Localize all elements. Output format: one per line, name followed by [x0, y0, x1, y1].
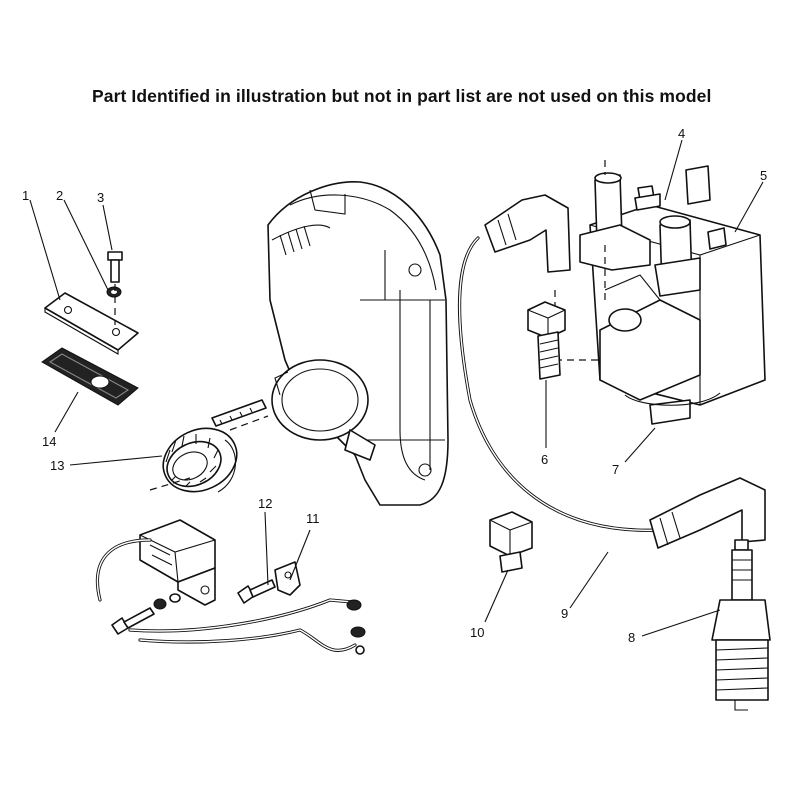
part-13-oil-seal	[149, 399, 269, 493]
illustration-notice: Part Identified in illustration but not …	[92, 86, 712, 106]
callout-7: 7	[612, 462, 619, 477]
callout-1: 1	[22, 188, 29, 203]
ignition-coil	[554, 160, 766, 425]
part-8-spark-plug	[711, 539, 771, 711]
part-1-plate	[44, 292, 139, 355]
leader-lines	[29, 139, 764, 637]
flywheel-housing	[267, 181, 449, 506]
part-10-connector	[489, 511, 533, 573]
callout-4: 4	[678, 126, 685, 141]
module-wiring	[95, 538, 366, 655]
part-12-screw	[237, 579, 276, 604]
callout-12: 12	[258, 496, 272, 511]
part-2-lock-washer	[106, 286, 122, 298]
callout-13: 13	[50, 458, 64, 473]
part-11-ground-bracket	[274, 561, 301, 596]
callout-10: 10	[470, 625, 484, 640]
high-tension-lead	[458, 194, 766, 549]
callout-labels: 1 2 3 4 5 6 7 8 9 10 11 12 13 14	[22, 126, 767, 645]
part-3-screw	[107, 251, 123, 325]
part-14-gasket	[41, 347, 139, 406]
callout-9: 9	[561, 606, 568, 621]
callout-14: 14	[42, 434, 56, 449]
ignition-module	[111, 519, 216, 635]
part-6-bolt	[527, 301, 566, 380]
callout-2: 2	[56, 188, 63, 203]
callout-11: 11	[306, 511, 320, 526]
callout-5: 5	[760, 168, 767, 183]
callout-8: 8	[628, 630, 635, 645]
callout-3: 3	[97, 190, 104, 205]
callout-6: 6	[541, 452, 548, 467]
